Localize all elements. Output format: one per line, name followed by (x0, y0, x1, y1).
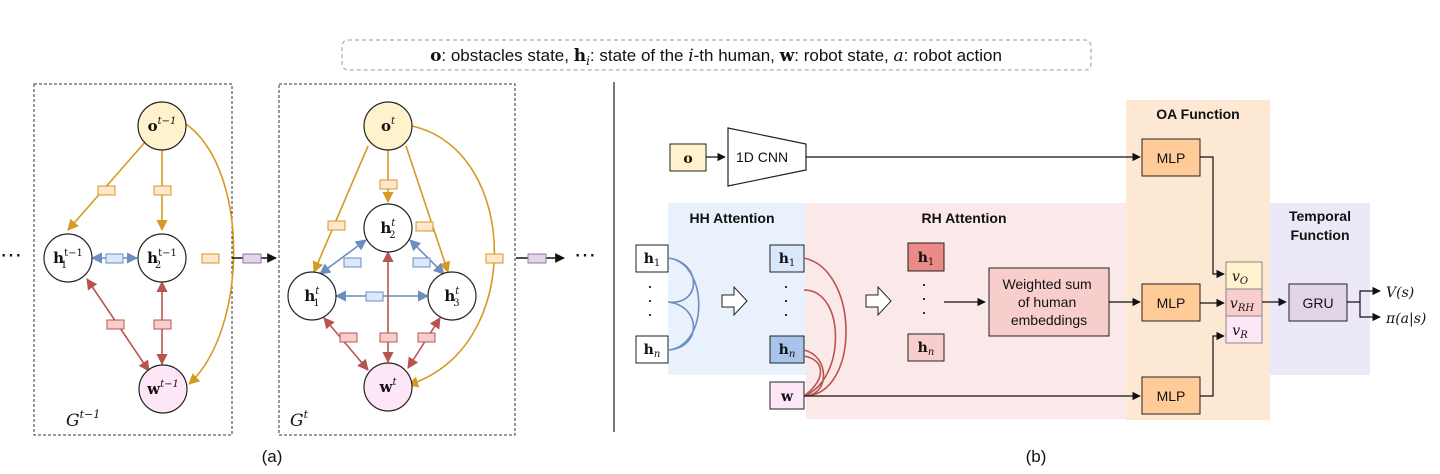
caption-a: (a) (262, 447, 283, 466)
svg-text:ht−12: ht−12 (147, 248, 177, 271)
svg-text:wt: wt (379, 377, 398, 396)
svg-text:h1: h1 (644, 251, 661, 269)
graph-prev-frame (33, 83, 233, 436)
vector-vRH: vRH (1225, 288, 1263, 317)
svg-text:vO: vO (1232, 269, 1248, 287)
svg-text:h1: h1 (779, 251, 796, 269)
svg-text:o: o (683, 151, 692, 167)
svg-text:ot: ot (381, 116, 396, 135)
legend: o: obstacles state, hi: state of the i-t… (341, 39, 1092, 71)
svg-text:MLP: MLP (1157, 150, 1186, 166)
svg-text:Weighted sum of human: Weighted sum of human embeddings (1002, 276, 1095, 328)
svg-text:ht−11: ht−11 (53, 248, 83, 271)
svg-text:1D CNN: 1D CNN (736, 149, 788, 165)
rh-hollow-arrow (865, 285, 892, 317)
human-input-hn: hn (635, 335, 669, 364)
hh-attention-title: HH Attention (689, 210, 774, 226)
human-input-dots: ··· (647, 276, 653, 324)
svg-text:GRU: GRU (1302, 295, 1333, 311)
output-policy: π(a|s) (1385, 311, 1426, 327)
graph-prev-node-w: wt−1 (138, 364, 188, 414)
temporal-function-title-1: Temporal (1289, 208, 1351, 224)
oa-function-title: OA Function (1156, 106, 1239, 122)
svg-text:hn: hn (779, 342, 796, 360)
temporal-function-title-2: Function (1290, 227, 1349, 243)
svg-text:MLP: MLP (1157, 388, 1186, 404)
svg-text:ht1: ht1 (304, 286, 320, 309)
mlp-obstacle: MLP (1141, 138, 1201, 177)
graph-cur-node-w: wt (363, 362, 413, 412)
vector-vO: vO (1225, 261, 1263, 290)
hh-output-hn: hn (769, 335, 805, 364)
svg-text:w: w (780, 389, 794, 405)
caption-b: (b) (1026, 447, 1047, 466)
hh-output-dots: ··· (783, 276, 789, 324)
output-value: V(s) (1386, 285, 1414, 301)
gru-block: GRU (1288, 283, 1348, 322)
mlp-human: MLP (1141, 283, 1201, 322)
weighted-sum-block: Weighted sum of human embeddings (988, 267, 1110, 337)
rh-attention-title: RH Attention (921, 210, 1006, 226)
graph-transition-prev (232, 253, 277, 264)
legend-text: o: obstacles state, hi: state of the i-t… (430, 46, 1002, 68)
graph-cur-node-o: ot (363, 101, 413, 151)
svg-text:h1: h1 (918, 250, 935, 268)
human-input-h1: h1 (635, 244, 669, 273)
svg-text:ot−1: ot−1 (148, 116, 177, 135)
svg-text:vRH: vRH (1230, 296, 1254, 314)
legend-box (341, 39, 1092, 71)
rh-output-dots: ··· (921, 274, 927, 322)
svg-text:ht2: ht2 (380, 218, 396, 241)
svg-text:wt−1: wt−1 (146, 379, 179, 398)
svg-text:hn: hn (644, 342, 661, 360)
rh-output-hn: hn (907, 333, 945, 362)
ellipsis-right: ⋯ (574, 242, 596, 267)
hh-output-h1: h1 (769, 244, 805, 273)
svg-text:hn: hn (918, 340, 935, 358)
svg-text:vR: vR (1232, 323, 1248, 341)
graph-cur-frame (278, 83, 516, 436)
graph-transition-next (516, 253, 565, 264)
svg-text:ht3: ht3 (444, 286, 460, 309)
robot-input-w: w (769, 381, 805, 410)
mlp-robot: MLP (1141, 376, 1201, 415)
vector-vR: vR (1225, 315, 1263, 344)
cnn-block: 1D CNN (727, 127, 807, 187)
ellipsis-left: ⋯ (0, 242, 22, 267)
svg-text:MLP: MLP (1157, 295, 1186, 311)
graph-prev-node-o: ot−1 (137, 101, 187, 151)
obstacle-input: o (669, 143, 707, 172)
panel-b: HH Attention RH Attention OA Function Te… (635, 100, 1426, 466)
graph-cur-label: Gt (290, 408, 309, 431)
rh-output-h1: h1 (907, 242, 945, 272)
hh-hollow-arrow (721, 285, 748, 317)
graph-prev-label: Gt−1 (66, 408, 100, 431)
